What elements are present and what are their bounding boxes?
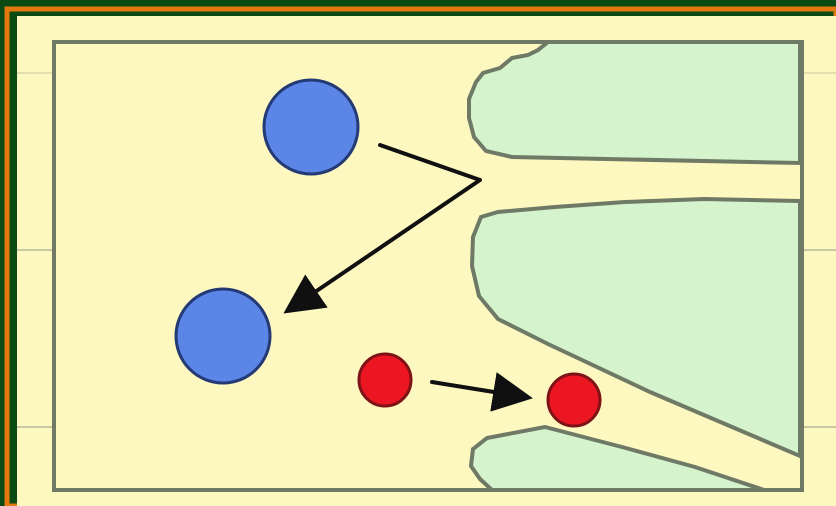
outer-frame-border — [4, 6, 836, 506]
small-particle-after — [546, 372, 602, 428]
lower-channel-wall — [468, 424, 765, 492]
middle-channel-wall — [469, 196, 802, 460]
large-particle-after — [174, 287, 272, 385]
large-particle-before — [262, 78, 360, 176]
deflection-arrow — [283, 143, 482, 314]
passage-arrow — [430, 372, 533, 412]
upper-channel-wall — [467, 40, 802, 166]
small-particle-before — [357, 352, 413, 408]
